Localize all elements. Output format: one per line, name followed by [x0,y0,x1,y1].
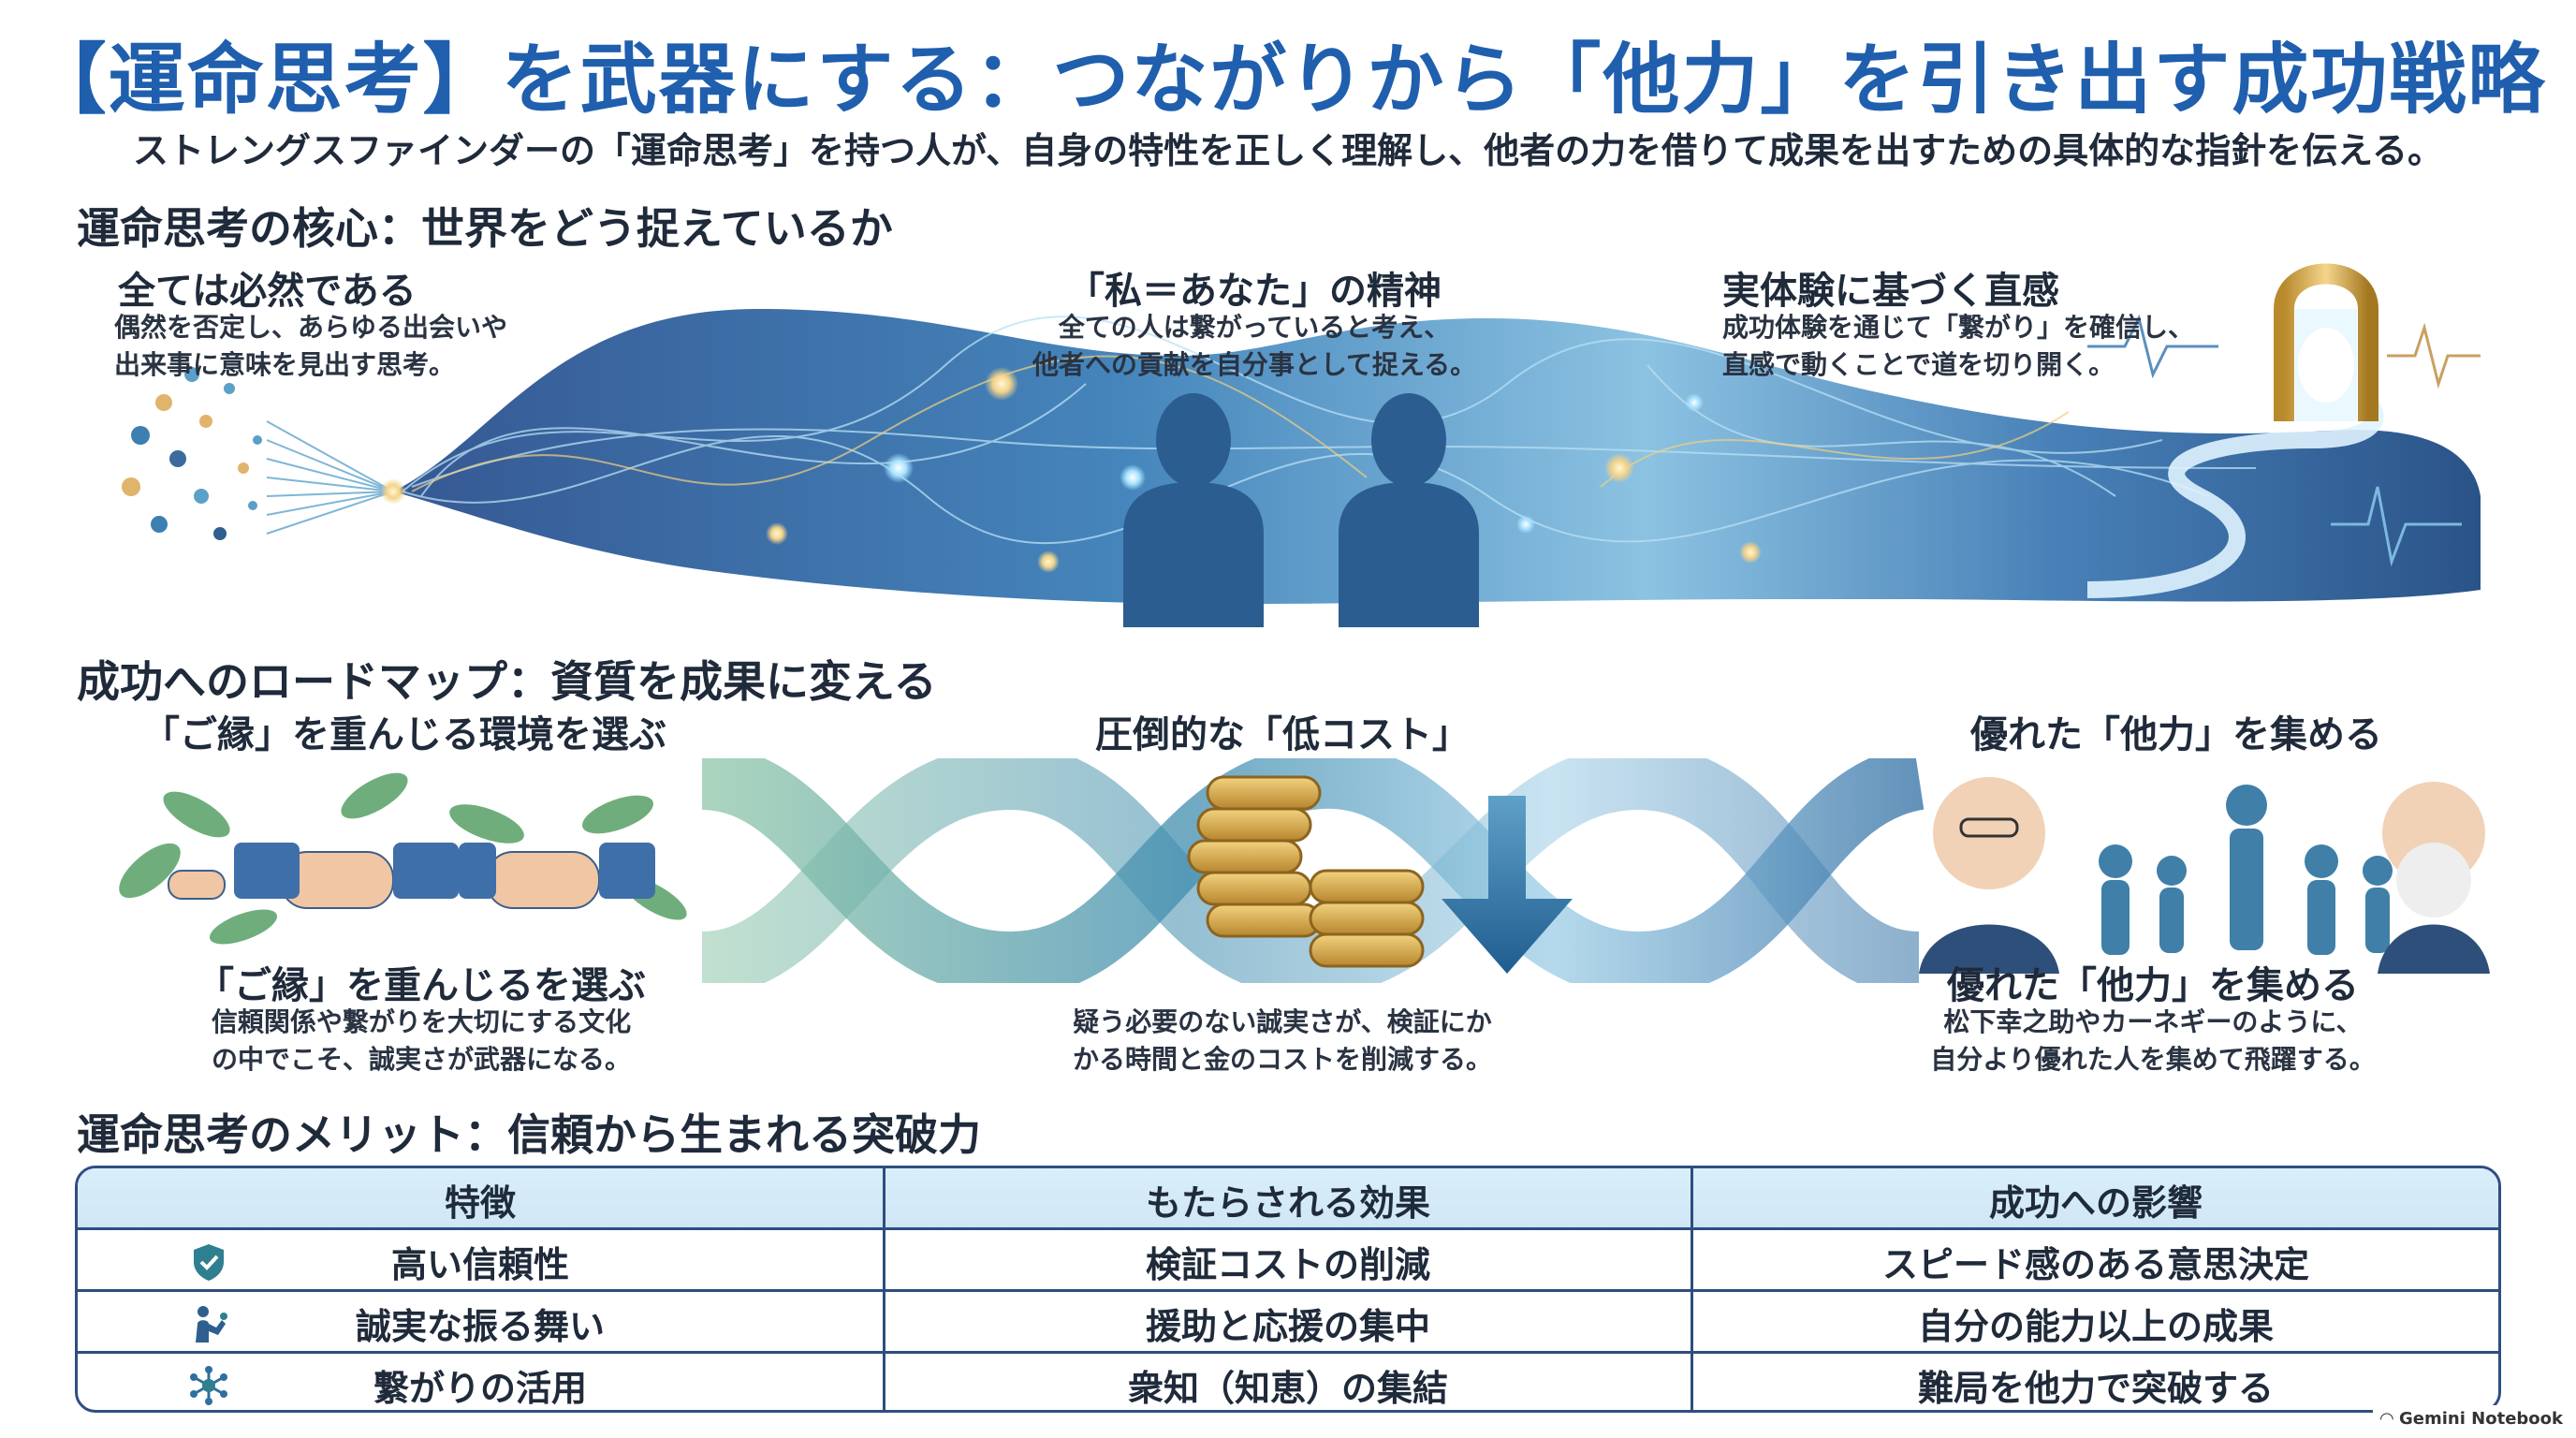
cost-down-arrow-icon [1442,796,1573,974]
coin-stack-icon [1187,775,1425,968]
network-icon [190,1366,227,1405]
two-people-silhouette [1123,393,1479,627]
portrait-carnegie [2378,782,2490,974]
roadmap-card-1-title: 「ご縁」を重んじるを選ぶ [197,964,646,1007]
scatter-dots [122,367,262,540]
table-header-cell: もたらされる効果 [886,1168,1693,1230]
table-row: 繋がりの活用 衆知（知恵）の集結 難局を他力で突破する [78,1351,2498,1410]
core-card-1-line-2: 出来事に意味を見出す思考。 [114,349,456,380]
core-card-2-line-2: 他者への貢献を自分事として捉える。 [1032,349,1477,380]
leaf-decoration [119,772,687,945]
roadmap-illustration [119,758,2490,983]
table-row: 高い信頼性 検証コストの削減 スピード感のある意思決定 [78,1227,2498,1292]
roadmap-step-1-label: 「ご縁」を重んじる環境を選ぶ [142,713,666,756]
roadmap-card-3-line-1: 松下幸之助やカーネギーのように、 [1943,1006,2363,1037]
core-card-3-line-1: 成功体験を通じて「繋がり」を確信し、 [1722,312,2195,343]
table-cell: 衆知（知恵）の集結 [886,1354,1693,1410]
handshake-icon [168,851,600,909]
person-reaching-icon [196,1306,227,1343]
table-cell: 検証コストの削減 [886,1230,1693,1292]
section1-heading: 運命思考の核心：世界をどう捉えているか [77,203,893,254]
table-row: 誠実な振る舞い 援助と応援の集中 自分の能力以上の成果 [78,1289,2498,1354]
table-header-cell: 成功への影響 [1988,1181,2203,1224]
core-card-3-line-2: 直感で動くことで道を切り開く。 [1722,349,2115,380]
crowd-silhouette [2099,785,2393,955]
roadmap-step-2-label: 圧倒的な「低コスト」 [1095,713,1470,756]
table-cell: 誠実な振る舞い [355,1305,605,1347]
table-cell: 難局を他力で突破する [1917,1367,2274,1409]
table-header-row: 特徴 もたらされる効果 成功への影響 [78,1168,2498,1230]
core-card-1-title: 全ては必然である [118,270,417,313]
shield-check-icon [194,1244,224,1281]
footer-badge-text: Gemini Notebook [2399,1409,2563,1429]
table-cell: 繋がりの活用 [373,1367,587,1409]
golden-arch-door [2274,263,2378,421]
core-card-3-title: 実体験に基づく直感 [1722,270,2059,313]
roadmap-step-3-label: 優れた「他力」を集める [1970,713,2382,756]
table-cell: 自分の能力以上の成果 [1917,1305,2274,1347]
table-cell: 高い信頼性 [390,1243,569,1285]
roadmap-card-1-line-1: 信頼関係や繋がりを大切にする文化 [211,1006,632,1037]
core-card-1-line-1: 偶然を否定し、あらゆる出会いや [114,312,508,343]
page-subtitle: ストレングスファインダーの「運命思考」を持つ人が、自身の特性を正しく理解し、他者… [132,130,2444,171]
table-header-cell: 特徴 [78,1168,886,1230]
roadmap-card-2-line-1: 疑う必要のない誠実さが、検証にか [1073,1006,1492,1037]
roadmap-card-1-line-2: の中でこそ、誠実さが武器になる。 [211,1044,631,1075]
section3-heading: 運命思考のメリット：信頼から生まれる突破力 [77,1109,981,1160]
notebook-logo-icon: ◠ [2379,1409,2399,1429]
connection-wave-illustration [122,263,2481,627]
pulse-line [2087,314,2218,379]
merits-table: 特徴 もたらされる効果 成功への影響 高い信頼性 検証コストの削減 スピード感の… [75,1166,2501,1413]
roadmap-card-3-line-2: 自分より優れた人を集めて飛躍する。 [1930,1044,2376,1075]
footer-badge: ◠ Gemini Notebook [2372,1405,2570,1432]
roadmap-card-3-title: 優れた「他力」を集める [1947,964,2359,1007]
roadmap-card-2-line-2: かる時間と金のコストを削減する。 [1072,1044,1492,1075]
section2-heading: 成功へのロードマップ：資質を成果に変える [77,656,937,707]
core-card-2-line-1: 全ての人は繋がっていると考え、 [1058,312,1451,343]
core-card-2-title: 「私＝あなた」の精神 [1067,270,1442,313]
table-cell: 援助と応援の集中 [886,1292,1693,1354]
table-cell: スピード感のある意思決定 [1881,1243,2309,1285]
winding-path [2086,396,2384,598]
page-title: 【運命思考】を武器にする：つながりから「他力」を引き出す成功戦略 [29,36,2547,125]
portrait-matsushita [1919,777,2059,974]
